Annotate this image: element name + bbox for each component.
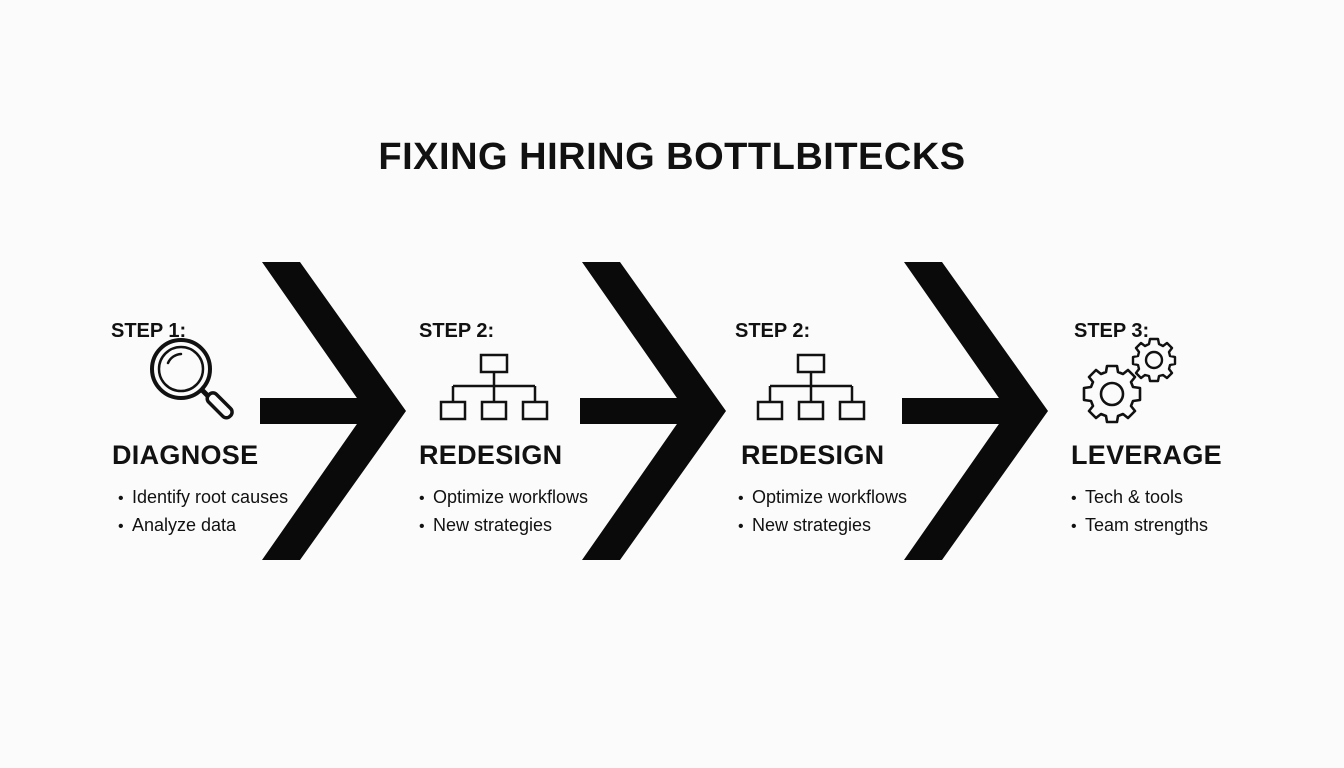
step-4-bullets: Tech & tools Team strengths — [1071, 484, 1208, 540]
list-item: Optimize workflows — [738, 484, 907, 512]
step-1-label: STEP 1: — [111, 320, 187, 342]
magnifying-glass-icon — [150, 338, 234, 420]
list-item: Identify root causes — [118, 484, 288, 512]
step-4-heading: LEVERAGE — [1071, 440, 1222, 470]
list-item: Optimize workflows — [419, 484, 588, 512]
arrow-3-icon — [902, 262, 1048, 560]
step-2-bullets: Optimize workflows New strategies — [419, 484, 588, 540]
step-1-heading: DIAGNOSE — [112, 440, 259, 470]
step-2-label: STEP 2: — [419, 320, 495, 342]
gears-icon — [1082, 337, 1177, 424]
arrow-2-icon — [580, 262, 726, 560]
step-4-label: STEP 3: — [1074, 320, 1150, 342]
step-3-label: STEP 2: — [735, 320, 811, 342]
list-item: Team strengths — [1071, 512, 1208, 540]
list-item: Tech & tools — [1071, 484, 1208, 512]
org-chart-icon — [756, 353, 866, 421]
list-item: Analyze data — [118, 512, 288, 540]
arrow-1-icon — [260, 262, 406, 560]
list-item: New strategies — [419, 512, 588, 540]
step-1-bullets: Identify root causes Analyze data — [118, 484, 288, 540]
org-chart-icon — [439, 353, 549, 421]
diagram-title: FIXING HIRING BOTTLBITECKS — [378, 136, 966, 178]
step-2-heading: REDESIGN — [419, 440, 563, 470]
step-3-heading: REDESIGN — [741, 440, 885, 470]
list-item: New strategies — [738, 512, 907, 540]
step-3-bullets: Optimize workflows New strategies — [738, 484, 907, 540]
